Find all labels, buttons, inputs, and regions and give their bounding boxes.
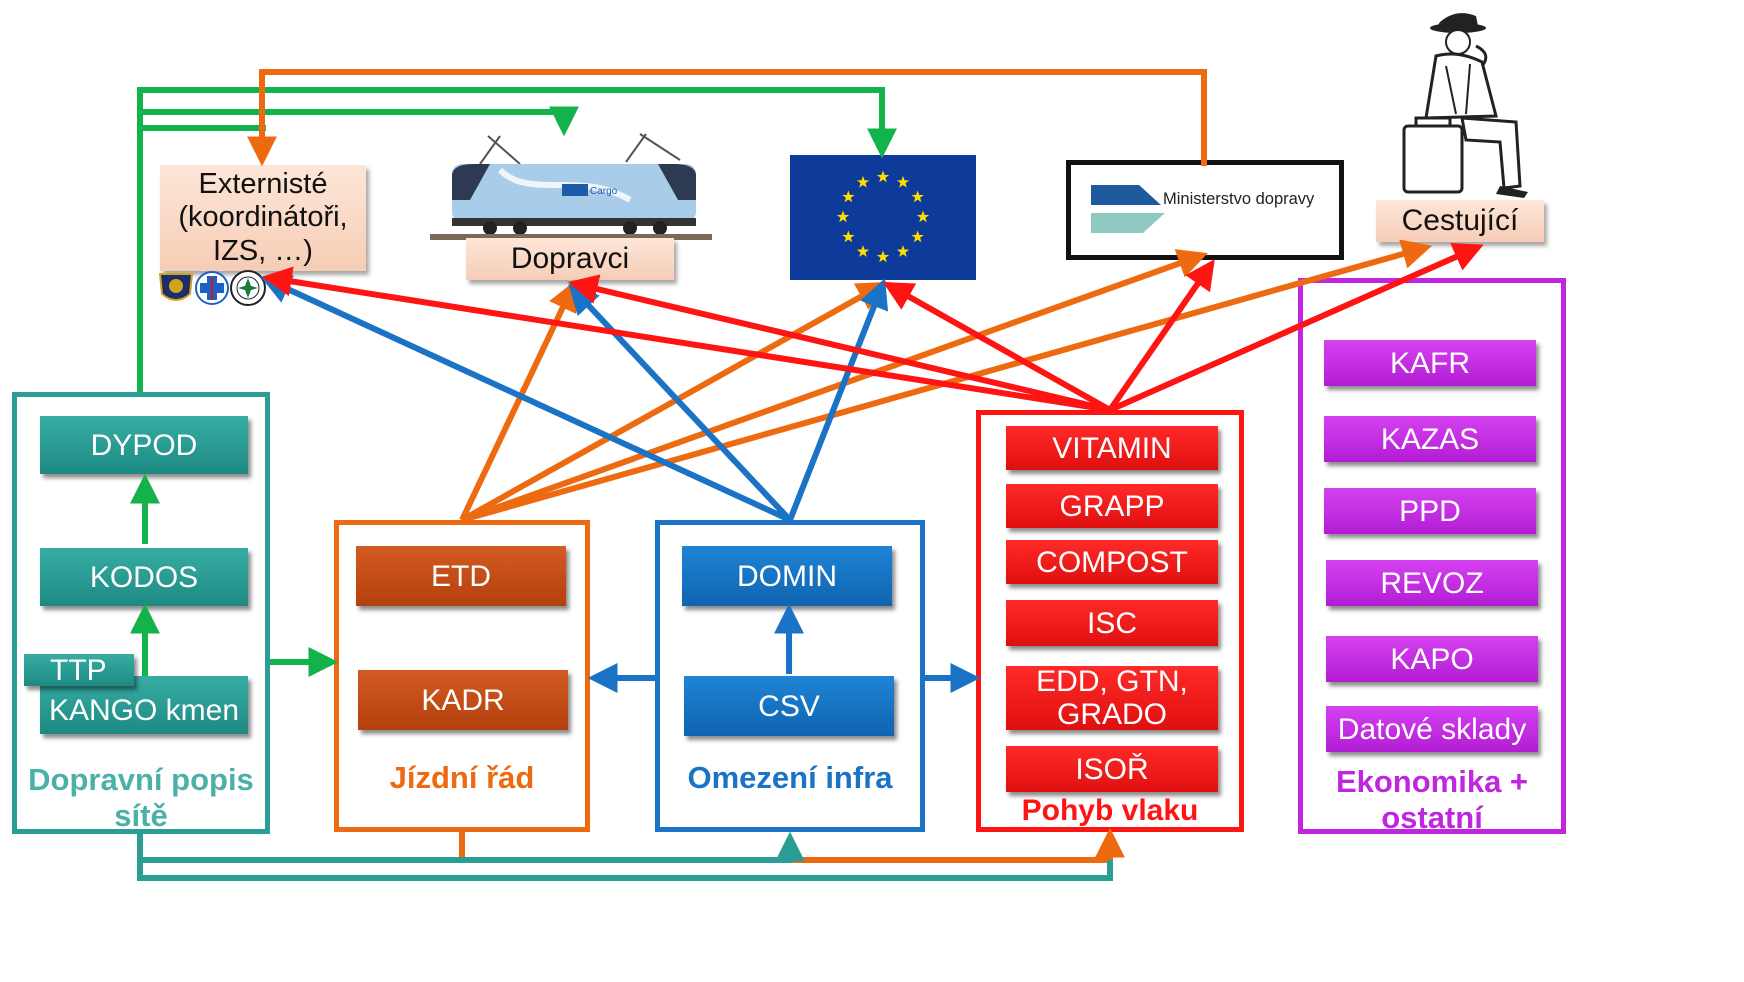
ekonomika-title: Ekonomika + ostatní xyxy=(1335,764,1529,835)
kango-module[interactable]: KANGO kmen xyxy=(40,676,248,734)
grapp-module[interactable]: GRAPP xyxy=(1006,484,1218,528)
edd-gtn-grado-module[interactable]: EDD, GTN, GRADO xyxy=(1006,665,1218,731)
kazas-module[interactable]: KAZAS xyxy=(1324,416,1536,462)
ministerstvo-box: Ministerstvo dopravy xyxy=(1066,160,1344,260)
police-emblem-icon xyxy=(230,270,266,306)
csv-module[interactable]: CSV xyxy=(684,676,894,736)
dypod-module[interactable]: DYPOD xyxy=(40,416,248,474)
ministerstvo-to-externiste-connector xyxy=(247,69,1207,167)
datove-sklady-module[interactable]: Datové sklady xyxy=(1326,706,1538,752)
kafr-module[interactable]: KAFR xyxy=(1324,340,1536,386)
fire-rescue-emblem-icon xyxy=(158,273,194,301)
vitamin-module[interactable]: VITAMIN xyxy=(1006,426,1218,470)
omezeni-infra-title: Omezení infra xyxy=(687,760,893,795)
domin-module[interactable]: DOMIN xyxy=(682,546,892,606)
isc-module[interactable]: ISC xyxy=(1006,600,1218,646)
etd-module[interactable]: ETD xyxy=(356,546,566,606)
eu-star-icon xyxy=(896,175,910,188)
dopravci-box: Dopravci xyxy=(466,238,674,280)
jizdni-to-cestujici-arrow xyxy=(461,239,1433,523)
pohyb-vlaku-title: Pohyb vlaku xyxy=(1021,794,1199,827)
jizdni-to-dopravci-arrow xyxy=(459,280,577,522)
emblem-icons xyxy=(156,268,268,310)
popis-to-infra-bottom-connector xyxy=(137,831,805,863)
popis-to-pohyb-bottom-connector xyxy=(137,860,1113,881)
ttp-module[interactable]: TTP xyxy=(24,654,134,687)
pohyb-to-eu-arrow xyxy=(882,281,1112,413)
infra-to-externiste-arrow xyxy=(260,275,792,523)
jizdni-to-eu-arrow xyxy=(460,281,888,523)
pohyb-to-dopravci-arrow xyxy=(567,274,1111,413)
cestujici-box: Cestující xyxy=(1376,200,1544,242)
ambulance-emblem-icon xyxy=(195,271,229,305)
pohyb-to-externiste-arrow xyxy=(261,266,1111,413)
green-to-dopravci-connector xyxy=(140,106,579,137)
infra-to-dopravci-arrow xyxy=(568,283,793,523)
infra-to-eu-arrow xyxy=(787,278,889,522)
eu-star-icon xyxy=(911,230,924,243)
jizdni-rad-title: Jízdní řád xyxy=(389,760,535,795)
eu-star-icon xyxy=(911,190,924,203)
cargo-label: Cargo xyxy=(590,186,618,197)
ppd-module[interactable]: PPD xyxy=(1324,488,1536,534)
pohyb-to-ministerstvo-arrow xyxy=(1107,259,1215,412)
revoz-module[interactable]: REVOZ xyxy=(1326,560,1538,606)
traveler-image xyxy=(1396,6,1544,202)
ministerstvo-label: Ministerstvo dopravy xyxy=(1163,190,1315,208)
eu-flag-image xyxy=(790,155,976,280)
compost-module[interactable]: COMPOST xyxy=(1006,540,1218,584)
train-image: Cargo xyxy=(430,130,712,240)
dopravni-popis-group xyxy=(12,392,270,834)
teal-connectors xyxy=(137,831,1113,881)
kapo-module[interactable]: KAPO xyxy=(1326,636,1538,682)
isor-module[interactable]: ISOŘ xyxy=(1006,746,1218,792)
dopravni-popis-title: Dopravní popis sítě xyxy=(28,762,254,833)
externiste-box: Externisté (koordinátoři, IZS, …) xyxy=(160,165,366,271)
kodos-module[interactable]: KODOS xyxy=(40,548,248,606)
jizdni-to-pohyb-bottom-connector xyxy=(459,827,1125,863)
eu-star-icon xyxy=(916,210,930,223)
ministerstvo-logo-icon xyxy=(1091,185,1165,233)
kadr-module[interactable]: KADR xyxy=(358,670,568,730)
